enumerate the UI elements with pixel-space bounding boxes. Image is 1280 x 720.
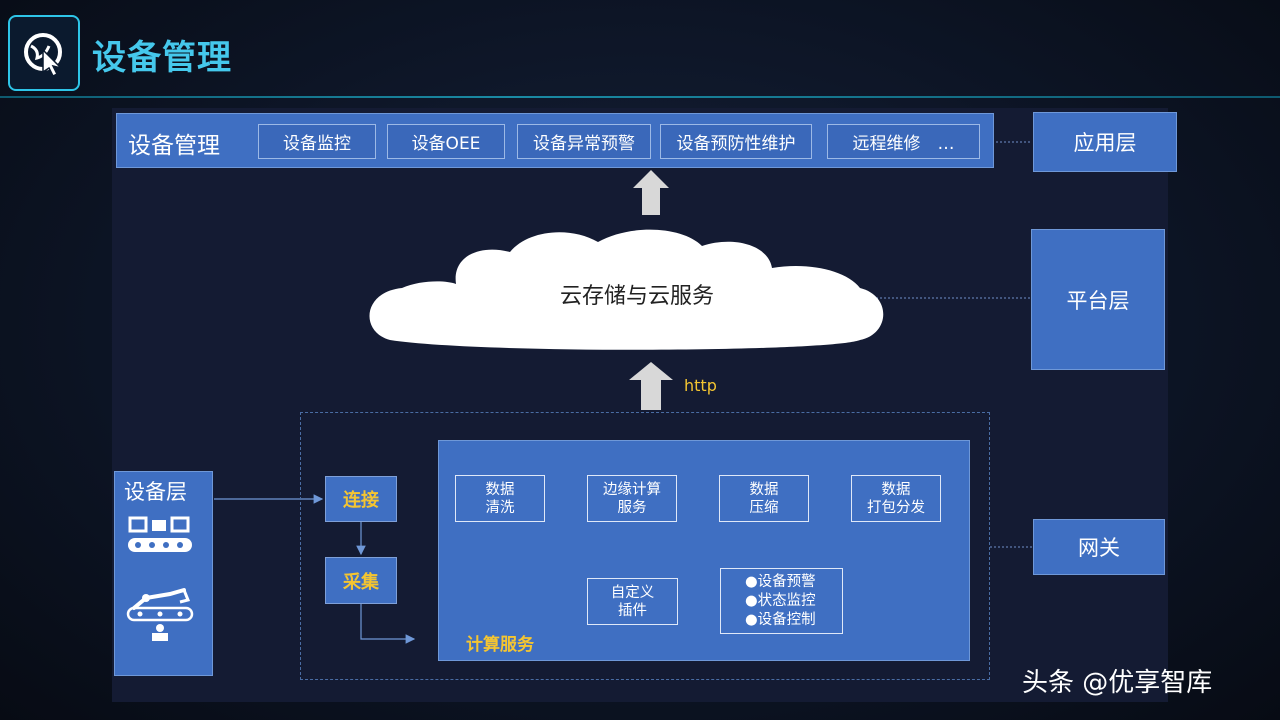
- custom-plugin-line2: 插件: [618, 602, 647, 619]
- cloud-shape: [369, 229, 884, 350]
- data-package-line2: 打包分发: [867, 499, 925, 516]
- device-layer-label: 设备层: [124, 480, 187, 504]
- compute-service-box: [438, 440, 970, 661]
- result-device-control: ●设备控制: [745, 611, 816, 628]
- app-item-monitoring: 设备监控: [258, 124, 376, 159]
- app-item-anomaly-alert: 设备异常预警: [517, 124, 651, 159]
- app-item-remote-repair: 远程维修 …: [827, 124, 980, 159]
- result-status-monitor: ●状态监控: [745, 592, 816, 609]
- result-device-alert: ●设备预警: [745, 573, 816, 590]
- gateway-label: 网关: [1033, 519, 1165, 575]
- app-item-oee: 设备OEE: [387, 124, 505, 159]
- page-title: 设备管理: [92, 38, 232, 78]
- compute-service-label: 计算服务: [466, 635, 534, 655]
- app-item-preventive-maintenance: 设备预防性维护: [660, 124, 812, 159]
- data-compress-line1: 数据: [749, 481, 779, 498]
- platform-layer-label: 平台层: [1031, 229, 1165, 370]
- results-node: ●设备预警 ●状态监控 ●设备控制: [720, 568, 843, 634]
- watermark: 头条 @优享智库: [1022, 668, 1213, 698]
- data-compress-line2: 压缩: [749, 499, 779, 516]
- device-layer-panel: [114, 471, 213, 676]
- custom-plugin-line1: 自定义: [610, 584, 655, 601]
- data-compress-node: 数据 压缩: [719, 475, 809, 522]
- gateway-region: [300, 412, 990, 680]
- collect-step: 采集: [325, 557, 397, 604]
- up-arrow-http: [629, 362, 673, 410]
- conveyor-icon: [128, 516, 192, 552]
- data-package-node: 数据 打包分发: [851, 475, 941, 522]
- connect-step: 连接: [325, 476, 397, 522]
- data-clean-node: 数据 清洗: [455, 475, 545, 522]
- up-arrow-top: [633, 170, 669, 215]
- edge-compute-line2: 服务: [617, 499, 647, 516]
- data-clean-line1: 数据: [485, 481, 515, 498]
- edge-compute-line1: 边缘计算: [603, 481, 661, 498]
- application-layer-label: 应用层: [1033, 112, 1177, 172]
- http-label: http: [684, 376, 717, 395]
- cloud-label: 云存储与云服务: [560, 284, 715, 309]
- app-bar-title: 设备管理: [128, 133, 220, 159]
- data-package-line1: 数据: [881, 481, 911, 498]
- robot-arm-icon: [126, 588, 194, 641]
- data-clean-line2: 清洗: [485, 499, 515, 516]
- edge-compute-node: 边缘计算 服务: [587, 475, 677, 522]
- custom-plugin-node: 自定义 插件: [587, 578, 678, 625]
- collect-to-compute-arrow: [360, 604, 416, 644]
- logo: [8, 15, 80, 91]
- cursor-globe-icon: [24, 33, 64, 78]
- header-divider: [0, 96, 1280, 98]
